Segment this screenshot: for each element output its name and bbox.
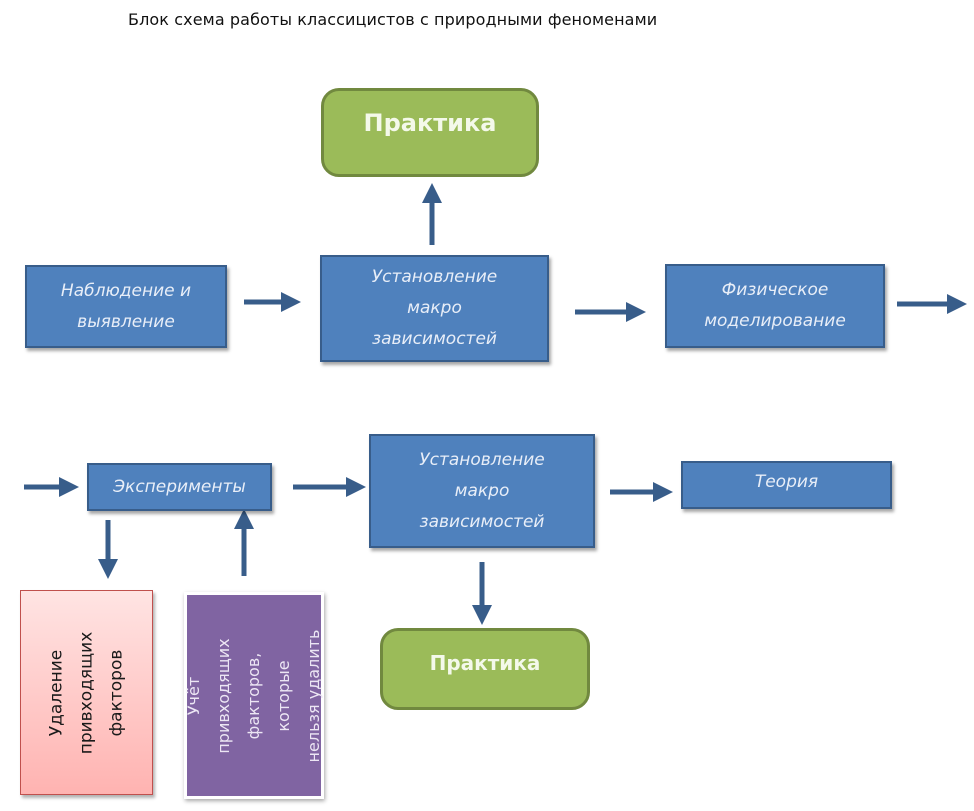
node-physical-modeling-label: Физическое моделирование	[704, 280, 846, 331]
node-account-factors-label: Учёт привходящих факторов, которые нельз…	[184, 629, 323, 762]
node-remove-factors: Удаление привходящих факторов	[20, 590, 153, 795]
node-practice-bottom: Практика	[380, 628, 590, 710]
node-observation-label: Наблюдение и выявление	[60, 280, 192, 332]
node-practice-top-label: Практика	[363, 109, 497, 137]
node-macro-bottom-label: Установление макро зависимостей	[419, 449, 545, 532]
node-experiments-label: Эксперименты	[113, 476, 246, 497]
node-remove-factors-label: Удаление привходящих факторов	[46, 631, 127, 754]
node-macro-top-label: Установление макро зависимостей	[371, 267, 498, 349]
node-physical-modeling: Физическое моделирование	[665, 264, 885, 348]
node-theory-label: Теория	[754, 472, 819, 492]
node-macro-bottom: Установление макро зависимостей	[369, 434, 595, 548]
node-observation: Наблюдение и выявление	[25, 265, 227, 348]
node-practice-top: Практика	[321, 88, 539, 177]
node-macro-top: Установление макро зависимостей	[320, 255, 549, 362]
node-experiments: Эксперименты	[87, 463, 272, 511]
node-theory: Теория	[681, 461, 892, 509]
node-account-factors: Учёт привходящих факторов, которые нельз…	[184, 592, 324, 799]
diagram-title: Блок схема работы классицистов с природн…	[128, 10, 658, 29]
node-practice-bottom-label: Практика	[429, 651, 541, 675]
